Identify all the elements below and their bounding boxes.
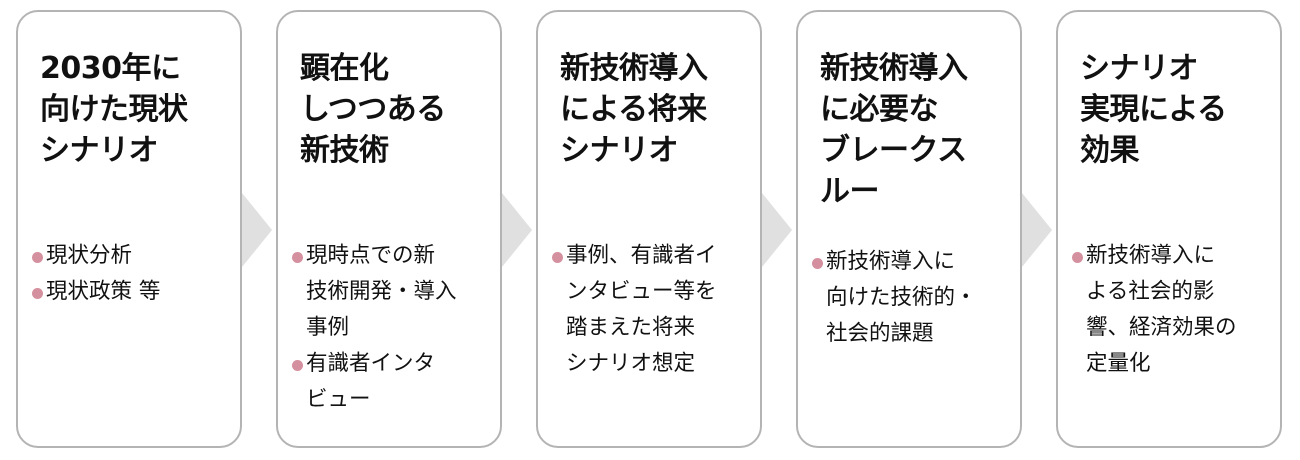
step-title: 新技術導入による将来シナリオ (560, 48, 708, 171)
bullet-dot-icon (552, 252, 563, 263)
bullet-item: 現時点での新技術開発・導入事例 (292, 238, 457, 346)
bullet-line: 新技術導入に (826, 249, 956, 274)
bullet-line: 事例、有識者イ (566, 243, 717, 268)
step-title-line: ルー (820, 174, 879, 209)
step-title-line: 顕在化 (300, 51, 389, 86)
step-title-line: に必要な (820, 92, 938, 127)
step-title-line: ブレークス (820, 133, 967, 168)
chevron-right-icon (762, 193, 792, 267)
chevron-shape (1022, 193, 1052, 267)
step-title-line: 向けた現状 (40, 92, 188, 127)
step-card: 新技術導入による将来シナリオ事例、有識者インタビュー等を踏まえた将来シナリオ想定 (536, 10, 762, 448)
step-title-line: 実現による (1080, 92, 1227, 127)
step-title: 顕在化しつつある新技術 (300, 48, 446, 171)
step-title-line: 2030年に (40, 51, 181, 86)
bullet-line: 現状分析 (46, 243, 133, 268)
bullet-dot-icon (812, 258, 823, 269)
step-card: 顕在化しつつある新技術現時点での新技術開発・導入事例有識者インタビュー (276, 10, 502, 448)
step-title-line: シナリオ (1080, 51, 1198, 86)
bullet-line: 響、経済効果の (1086, 315, 1237, 340)
bullet-dot-icon (292, 252, 303, 263)
chevron-shape (242, 193, 272, 267)
step-title-line: による将来 (560, 92, 707, 127)
step-title-line: シナリオ (560, 133, 678, 168)
bullet-item: 新技術導入による社会的影響、経済効果の定量化 (1072, 238, 1237, 382)
step-title-line: シナリオ (40, 133, 158, 168)
bullet-line: 現時点での新 (306, 243, 436, 268)
chevron-right-icon (1022, 193, 1052, 267)
bullet-item: 有識者インタビュー (292, 346, 457, 418)
chevron-right-icon (502, 193, 532, 267)
bullet-line: よる社会的影 (1086, 279, 1215, 304)
step-card: 新技術導入に必要なブレークスルー新技術導入に向けた技術的・社会的課題 (796, 10, 1022, 448)
bullet-line: 現状政策 等 (46, 279, 161, 304)
bullet-line: 踏まえた将来 (566, 315, 696, 340)
chevron-shape (762, 193, 792, 267)
bullet-dot-icon (32, 288, 43, 299)
bullet-line: 新技術導入に (1086, 243, 1216, 268)
bullet-item: 現状政策 等 (32, 274, 160, 310)
step-title-line: 新技術 (300, 133, 389, 168)
step-card: 2030年に向けた現状シナリオ現状分析現状政策 等 (16, 10, 242, 448)
chevron-right-icon (242, 193, 272, 267)
step-title-line: しつつある (300, 92, 446, 127)
step-title: シナリオ実現による効果 (1080, 48, 1227, 171)
bullet-item: 新技術導入に向けた技術的・社会的課題 (812, 244, 977, 352)
bullet-list: 現状分析現状政策 等 (32, 238, 160, 310)
bullet-list: 新技術導入に向けた技術的・社会的課題 (812, 244, 977, 352)
bullet-list: 現時点での新技術開発・導入事例有識者インタビュー (292, 238, 457, 418)
chevron-shape (502, 193, 532, 267)
step-title: 新技術導入に必要なブレークスルー (820, 48, 968, 212)
step-title-line: 効果 (1080, 133, 1139, 168)
bullet-dot-icon (1072, 252, 1083, 263)
step-title-line: 新技術導入 (560, 51, 708, 86)
bullet-list: 事例、有識者インタビュー等を踏まえた将来シナリオ想定 (552, 238, 717, 382)
bullet-line: ビュー (306, 387, 371, 412)
step-title-line: 新技術導入 (820, 51, 968, 86)
bullet-dot-icon (32, 252, 43, 263)
bullet-line: 定量化 (1086, 351, 1151, 376)
bullet-item: 事例、有識者インタビュー等を踏まえた将来シナリオ想定 (552, 238, 717, 382)
bullet-dot-icon (292, 360, 303, 371)
bullet-line: 事例 (306, 315, 350, 340)
bullet-line: シナリオ想定 (566, 351, 696, 376)
bullet-line: 技術開発・導入 (306, 279, 457, 304)
bullet-line: ンタビュー等を (566, 279, 717, 304)
bullet-line: 社会的課題 (826, 321, 934, 346)
bullet-line: 向けた技術的・ (826, 285, 977, 310)
bullet-line: 有識者インタ (306, 351, 436, 376)
step-card: シナリオ実現による効果新技術導入による社会的影響、経済効果の定量化 (1056, 10, 1282, 448)
step-title: 2030年に向けた現状シナリオ (40, 48, 188, 171)
bullet-list: 新技術導入による社会的影響、経済効果の定量化 (1072, 238, 1237, 382)
bullet-item: 現状分析 (32, 238, 160, 274)
